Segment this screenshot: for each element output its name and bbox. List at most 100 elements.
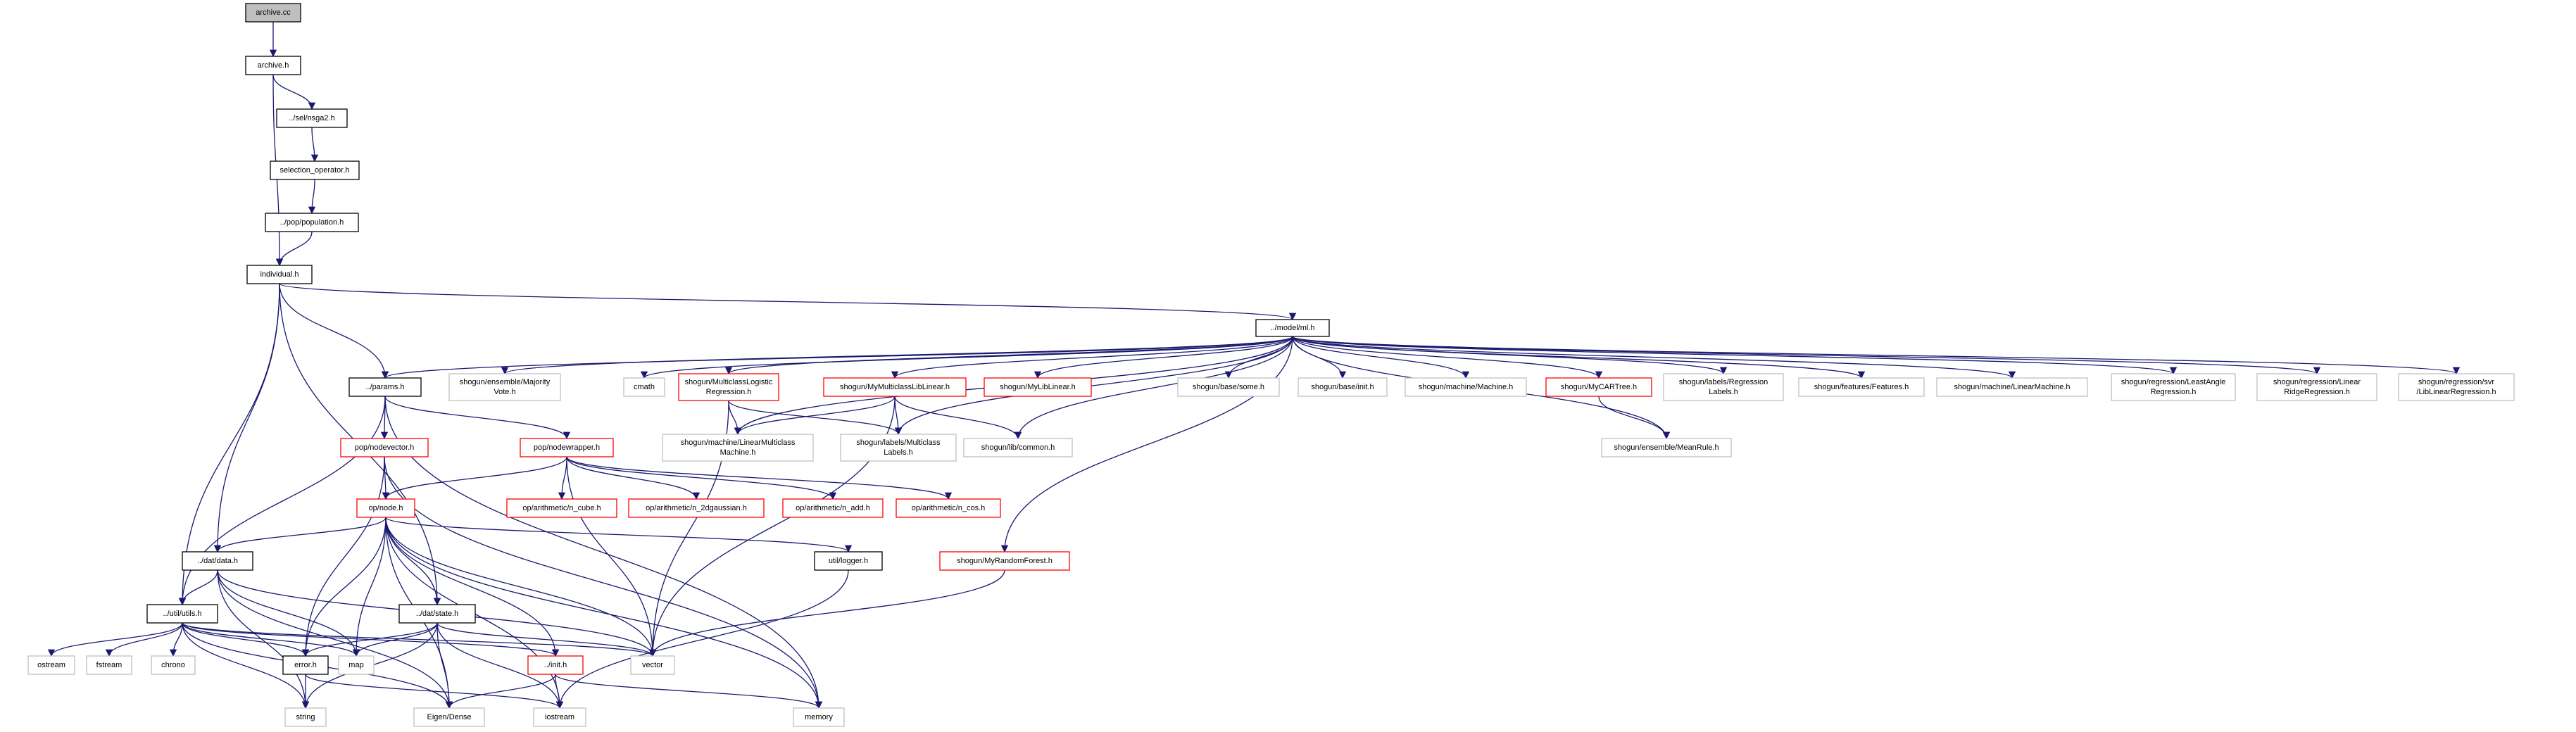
node-box-meanrule (1601, 438, 1732, 458)
node-mymclib[interactable]: shogun/MyMulticlassLibLinear.h (823, 377, 967, 397)
edge-nodewrapper-to-n_cos (566, 456, 953, 500)
node-ml[interactable]: ../model/ml.h (1255, 319, 1330, 337)
node-init_h[interactable]: ../init.h (527, 655, 584, 675)
node-label-n_2dg-0: op/arithmetic/n_2dgaussian.h (646, 504, 747, 512)
node-data[interactable]: ../dat/data.h (182, 551, 253, 571)
node-label-individual-0: individual.h (260, 270, 299, 279)
node-utils[interactable]: ../util/utils.h (146, 604, 218, 624)
edge-nodewrapper-to-n_add (566, 456, 837, 500)
node-box-ml (1255, 319, 1330, 337)
node-ridge: shogun/regression/LinearRidgeRegression.… (2256, 373, 2377, 401)
node-label-ridge-1: RidgeRegression.h (2284, 388, 2350, 396)
node-box-n_add (782, 498, 884, 518)
edge-ml-to-ridge (1292, 336, 2320, 375)
node-selop[interactable]: selection_operator.h (270, 160, 360, 180)
edge-data-to-utils (178, 569, 218, 606)
edge-opnode-to-init_h (385, 517, 560, 657)
edge-logger-to-iostream (555, 569, 849, 709)
edge-params-to-utils (178, 396, 386, 606)
node-label-nodevector-0: pop/nodevector.h (355, 443, 414, 452)
edge-nodewrapper-to-n_cube (558, 456, 567, 500)
node-error[interactable]: error.h (282, 655, 329, 675)
node-box-mylib (984, 377, 1092, 397)
edge-ml-to-mylib (1033, 336, 1293, 379)
node-archive_cc[interactable]: archive.cc (245, 3, 301, 23)
node-n_cube[interactable]: op/arithmetic/n_cube.h (506, 498, 617, 518)
node-box-params (348, 377, 422, 397)
node-box-linmcm (662, 434, 814, 462)
edge-ml-to-common (1014, 336, 1293, 440)
edge-nodewrapper-to-opnode (382, 456, 567, 500)
node-n_add[interactable]: op/arithmetic/n_add.h (782, 498, 884, 518)
node-label-chrono-0: chrono (161, 661, 185, 669)
edge-mlogreg-to-linmcm (728, 400, 742, 436)
node-box-svr (2398, 373, 2515, 401)
node-box-linmach (1936, 377, 2088, 397)
edge-init_h-to-iostream (555, 674, 564, 709)
node-mycart[interactable]: shogun/MyCARTree.h (1545, 377, 1652, 397)
edge-state-to-vector (436, 622, 657, 657)
node-n_2dg[interactable]: op/arithmetic/n_2dgaussian.h (628, 498, 765, 518)
node-map: map (338, 655, 375, 675)
node-individual[interactable]: individual.h (246, 265, 313, 284)
node-init_sh: shogun/base/init.h (1298, 377, 1388, 397)
node-nsga2[interactable]: ../sel/nsga2.h (276, 108, 348, 128)
edge-ml-to-linmach (1292, 336, 2016, 379)
node-label-meanrule-0: shogun/ensemble/MeanRule.h (1614, 443, 1719, 452)
header-nodes: archive.cc archive.h ../sel/nsga2.h selecti… (27, 3, 2515, 727)
node-label-error-0: error.h (294, 661, 317, 669)
node-label-mlogreg-1: Regression.h (706, 388, 752, 396)
node-logger[interactable]: util/logger.h (814, 551, 883, 571)
edge-opnode-to-memory (385, 517, 823, 709)
edge-opnode-to-map (352, 517, 387, 657)
edge-data-to-eigen (217, 569, 453, 709)
node-opnode[interactable]: op/node.h (356, 498, 415, 518)
edge-opnode-to-logger (385, 517, 852, 553)
node-nodevector[interactable]: pop/nodevector.h (340, 438, 429, 458)
edge-selop-to-pop (308, 179, 316, 215)
node-label-features-0: shogun/features/Features.h (1814, 383, 1909, 391)
edge-nodevector-to-error (301, 456, 385, 657)
node-label-svr-1: /LibLinearRegression.h (2416, 388, 2496, 396)
node-archive_h[interactable]: archive.h (245, 56, 301, 75)
node-label-eigen-0: Eigen/Dense (427, 713, 472, 721)
edge-opnode-to-error (301, 517, 387, 657)
edge-ml-to-svr (1292, 336, 2460, 375)
edge-state-to-error (301, 622, 438, 657)
node-label-linmcm-0: shogun/machine/LinearMulticlass (681, 438, 796, 447)
node-n_cos[interactable]: op/arithmetic/n_cos.h (896, 498, 1001, 518)
edge-opnode-to-state (385, 517, 441, 606)
edge-utils-to-vector (182, 622, 656, 657)
edge-ml-to-mlogreg (725, 336, 1293, 375)
node-label-ostream-0: ostream (37, 661, 65, 669)
node-myrf[interactable]: shogun/MyRandomForest.h (939, 551, 1070, 571)
node-box-error (282, 655, 329, 675)
edge-error-to-iostream (305, 674, 564, 709)
node-label-fstream-0: fstream (96, 661, 122, 669)
edge-state-to-eigen (436, 622, 453, 709)
node-label-pop-0: ../pop/population.h (280, 218, 344, 227)
node-box-n_cube (506, 498, 617, 518)
node-linmach: shogun/machine/LinearMachine.h (1936, 377, 2088, 397)
edge-mymclib-to-linmcm (734, 396, 896, 436)
node-params[interactable]: ../params.h (348, 377, 422, 397)
edge-individual-to-params (279, 283, 389, 379)
edge-params-to-nodewrapper (384, 396, 571, 440)
node-mylib[interactable]: shogun/MyLibLinear.h (984, 377, 1092, 397)
node-nodewrapper[interactable]: pop/nodewrapper.h (520, 438, 614, 458)
node-box-nsga2 (276, 108, 348, 128)
node-label-n_cube-0: op/arithmetic/n_cube.h (522, 504, 601, 512)
node-label-params-0: ../params.h (365, 383, 404, 391)
node-box-eigen (413, 707, 485, 727)
node-state[interactable]: ../dat/state.h (398, 604, 476, 624)
node-box-state (398, 604, 476, 624)
node-box-archive_h (245, 56, 301, 75)
node-label-logger-0: util/logger.h (829, 557, 868, 565)
node-label-archive_h-0: archive.h (258, 61, 289, 70)
node-pop[interactable]: ../pop/population.h (265, 213, 359, 232)
node-label-n_cos-0: op/arithmetic/n_cos.h (912, 504, 986, 512)
